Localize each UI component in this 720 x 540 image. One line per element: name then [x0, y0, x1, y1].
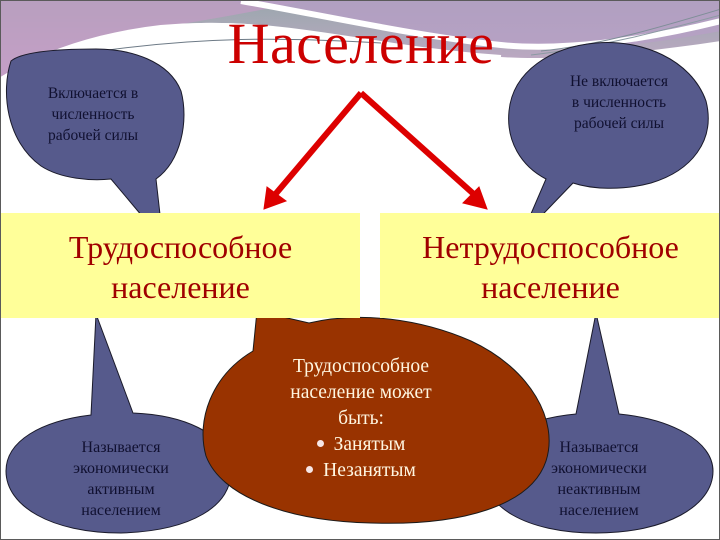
bubble-line: экономически	[73, 460, 169, 477]
bubble-line: населением	[81, 502, 161, 519]
bubble-top-left-text: Включается в численность рабочей силы	[23, 83, 163, 146]
bullet-item: Незанятым	[241, 458, 481, 484]
bubble-center-shape	[202, 310, 550, 524]
box-right-line-2: население	[481, 269, 620, 305]
arrow-right-head	[462, 186, 488, 210]
bubble-top-right-text: Не включается в численность рабочей силы	[549, 71, 689, 134]
bullet-dot-icon	[306, 466, 314, 474]
bubble-bottom-right-text: Называется экономически неактивным насел…	[519, 437, 679, 521]
bubble-line: Называется	[81, 439, 161, 456]
arrows	[263, 90, 488, 210]
bubble-line: населением	[559, 502, 639, 519]
box-left-line-1: Трудоспособное	[68, 229, 293, 265]
bubble-line: в численность	[571, 94, 667, 111]
bubble-line: Трудоспособное	[292, 356, 430, 377]
bubble-line: Включается в	[47, 85, 139, 102]
box-left-line-2: население	[111, 269, 250, 305]
bubble-line: численность	[51, 106, 135, 123]
box-right-line-1: Нетрудоспособное	[422, 229, 679, 265]
bullet-text: Занятым	[333, 434, 406, 455]
bubble-line: Не включается	[569, 73, 669, 90]
bubble-top-left-shape	[6, 48, 185, 243]
bubble-line: неактивным	[557, 481, 641, 498]
bubble-line: активным	[87, 481, 155, 498]
bubble-line: Называется	[559, 439, 639, 456]
header-swoosh-decoration	[1, 1, 719, 81]
bullet-item: Занятым	[241, 432, 481, 458]
bubble-line: рабочей силы	[573, 115, 665, 132]
bullet-list: Занятым Незанятым	[241, 432, 481, 484]
bubble-bottom-left-text: Называется экономически активным населен…	[41, 437, 201, 521]
bubble-line: население может	[290, 382, 432, 403]
bubble-line: экономически	[551, 460, 647, 477]
box-disabled-population: Нетрудоспособное население	[380, 213, 719, 318]
bubble-center-text: Трудоспособное население может быть: Зан…	[241, 354, 481, 484]
arrow-left-head	[263, 186, 288, 210]
box-able-bodied-population: Трудоспособное население	[1, 213, 360, 318]
bullet-text: Незанятым	[323, 460, 416, 481]
page-title: Население	[227, 11, 495, 76]
bubble-line: быть:	[338, 408, 384, 429]
bubble-top-right-shape	[508, 41, 709, 238]
bullet-dot-icon	[316, 440, 324, 448]
bubble-line: рабочей силы	[47, 127, 139, 144]
